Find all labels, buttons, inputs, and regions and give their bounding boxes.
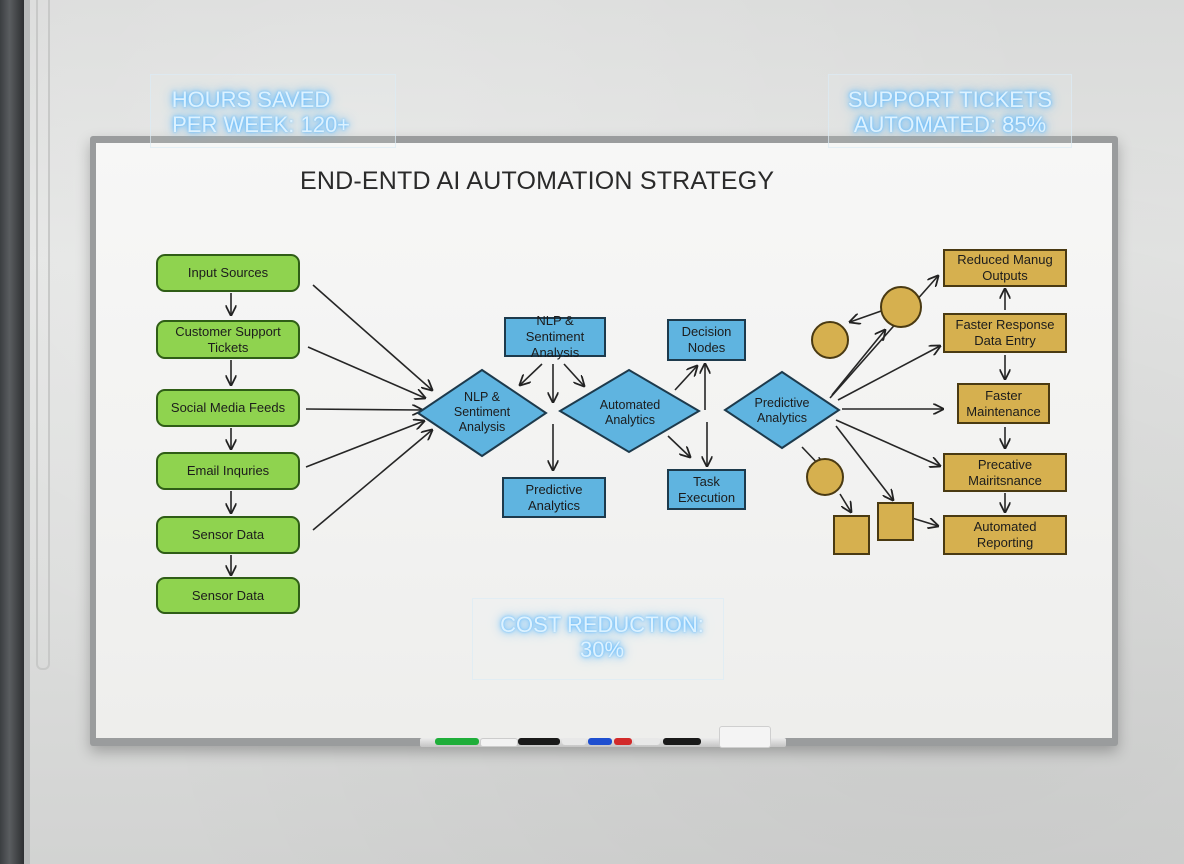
gold-circle-2 <box>811 321 849 359</box>
customer-support-node: Customer Support Tickets <box>156 320 300 359</box>
arrow-square-report <box>911 517 938 526</box>
marker-body <box>634 738 660 745</box>
whiteboard-surface <box>96 143 1112 738</box>
input-sources-node: Input Sources <box>156 254 300 292</box>
output-predictive-maintenance: Precative Mairitsnance <box>943 453 1067 492</box>
output-automated-reporting: Automated Reporting <box>943 515 1067 555</box>
output-faster-maintenance: Faster Maintenance <box>957 383 1050 424</box>
arrow-to-nlp-1 <box>312 284 432 390</box>
arrow-fan-1 <box>829 276 938 399</box>
arrow-to-nlp-4 <box>305 421 424 468</box>
arrow-to-nlp-3 <box>305 409 422 410</box>
nlp-sentiment-box: NLP & Sentiment Analysis <box>504 313 606 360</box>
arrow-to-decision <box>674 366 697 391</box>
arrow-fan-circle <box>831 330 885 396</box>
white-marker <box>480 738 518 747</box>
arrow-to-nlp-2 <box>307 346 425 398</box>
gold-circle-1 <box>880 286 922 328</box>
arrow-fan-4 <box>835 419 940 466</box>
automated-diamond-label: Automated Analytics <box>599 398 661 427</box>
whiteboard-eraser <box>719 726 771 748</box>
sensor-data-node-2: Sensor Data <box>156 577 300 614</box>
whiteboard <box>90 136 1118 746</box>
window-frame-edge <box>24 0 30 864</box>
predictive-diamond-label: Predictive Analytics <box>754 396 810 425</box>
blind-cord <box>36 0 50 670</box>
arrow-fan-2 <box>837 346 940 401</box>
cost-reduction-panel <box>472 598 724 680</box>
predictive-analytics-box: Predictive Analytics <box>502 477 606 518</box>
board-title: END-ENTD AI AUTOMATION STRATEGY <box>300 167 775 195</box>
task-execution-box: Task Execution <box>667 469 746 510</box>
arrow-fan-5 <box>835 425 893 500</box>
arrow-nlpbox-3 <box>563 363 584 386</box>
arrow-circle-link <box>850 309 885 322</box>
email-inquiries-node: Email Inquries <box>156 452 300 490</box>
predictive-diamond-shape <box>723 370 841 450</box>
arrow-nlpbox-1 <box>520 363 543 385</box>
marker-cap <box>562 738 586 745</box>
gold-circle-3 <box>806 458 844 496</box>
nlp-diamond-shape <box>416 368 548 458</box>
output-faster-response: Faster Response Data Entry <box>943 313 1067 353</box>
black-marker-2 <box>663 738 701 745</box>
nlp-diamond-label: NLP & Sentiment Analysis <box>453 390 511 434</box>
arrow-to-nlp-5 <box>312 430 432 531</box>
support-tickets-text: SUPPORT TICKETS AUTOMATED: 85% <box>847 87 1053 137</box>
decision-nodes-box: Decision Nodes <box>667 319 746 361</box>
arrow-analytics-task <box>667 435 690 457</box>
green-marker <box>435 738 479 745</box>
sensor-data-node-1: Sensor Data <box>156 516 300 554</box>
hours-saved-panel <box>150 74 396 148</box>
output-reduced-manual: Reduced Manug Outputs <box>943 249 1067 287</box>
red-marker <box>614 738 632 745</box>
social-media-node: Social Media Feeds <box>156 389 300 427</box>
support-tickets-panel <box>828 74 1072 148</box>
gold-square-2 <box>877 502 914 541</box>
gold-square-1 <box>833 515 870 555</box>
cost-reduction-text: COST REDUCTION: 30% <box>500 612 704 662</box>
black-marker-1 <box>518 738 560 745</box>
arrow-circle-square <box>839 493 851 512</box>
automated-diamond-shape <box>558 368 701 454</box>
blue-marker <box>588 738 612 745</box>
hours-saved-text: HOURS SAVED PER WEEK: 120+ <box>171 87 351 137</box>
window-frame <box>0 0 24 864</box>
